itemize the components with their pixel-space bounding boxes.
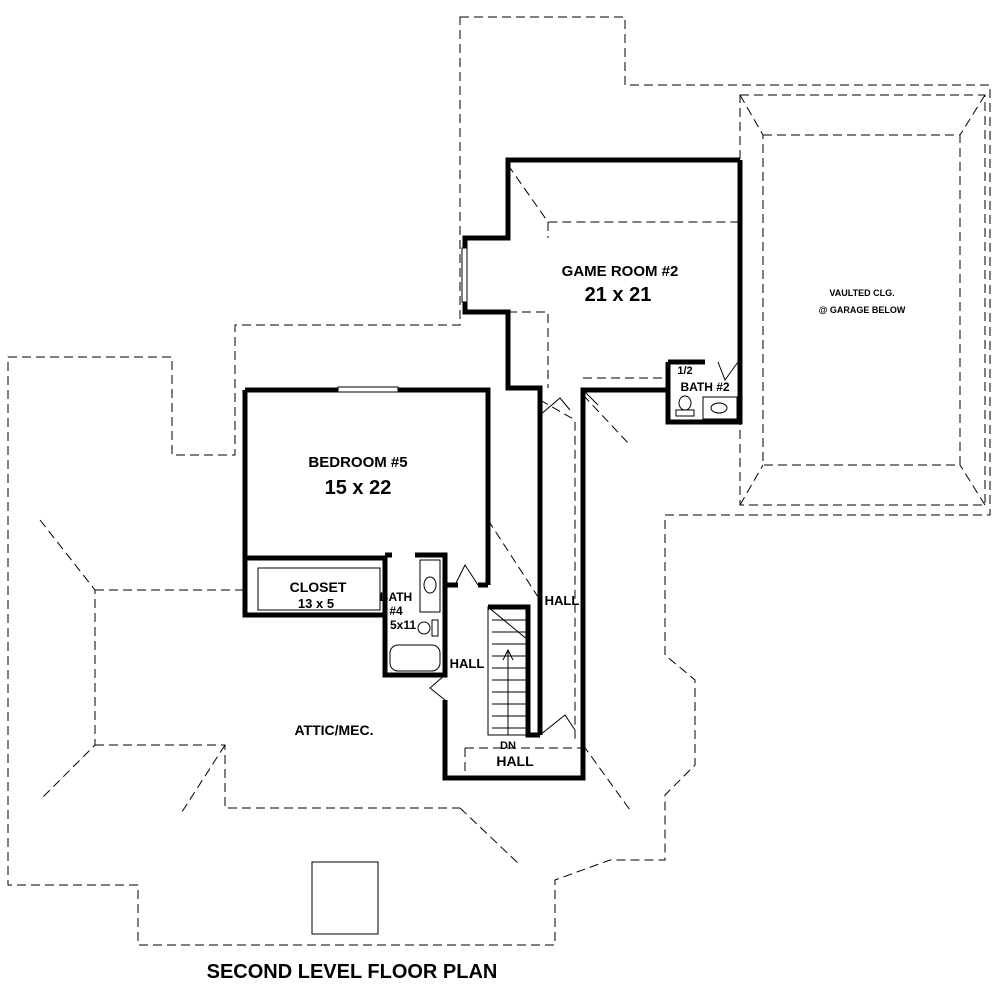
closet-size: 13 x 5 [298, 596, 334, 611]
attic-name: ATTIC/MEC. [294, 722, 373, 738]
roof-hip-lines [39, 164, 740, 866]
closet-name: CLOSET [290, 579, 347, 595]
bath4-label: BATH [380, 590, 412, 604]
windows [311, 247, 468, 935]
stair-dn-label: DN [500, 740, 516, 752]
bath4-number: #4 [389, 604, 403, 618]
bath2-half: 1/2 [677, 365, 692, 377]
hall-mid-label: HALL [450, 656, 485, 671]
vaulted-line1: VAULTED CLG. [829, 288, 894, 298]
hall-right-label: HALL [545, 593, 580, 608]
vaulted-line2: @ GARAGE BELOW [819, 305, 906, 315]
vaulted-ceiling [739, 94, 986, 506]
roof-outline [7, 16, 991, 946]
bath2-name: BATH #2 [680, 380, 729, 394]
hall-bottom-label: HALL [496, 753, 534, 769]
bath4-size: 5x11 [390, 618, 416, 632]
plan-title: SECOND LEVEL FLOOR PLAN [207, 961, 498, 983]
game-room-name: GAME ROOM #2 [562, 263, 679, 280]
bedroom-size: 15 x 22 [325, 477, 392, 499]
fixtures [257, 361, 739, 736]
game-room-size: 21 x 21 [585, 284, 652, 306]
bedroom-name: BEDROOM #5 [308, 454, 407, 471]
